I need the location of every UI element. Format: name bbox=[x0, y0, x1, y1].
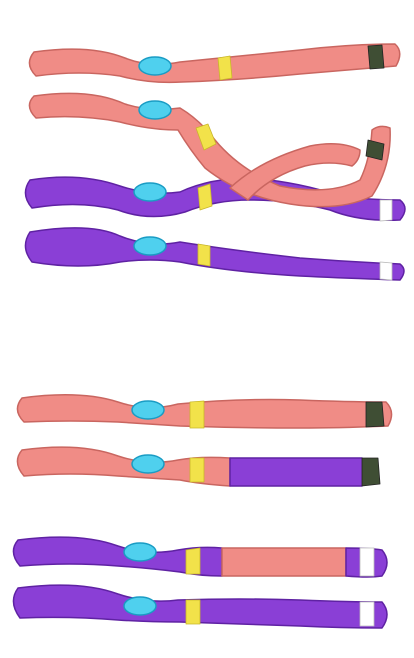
yellow-band-result-maternal-upper bbox=[190, 401, 204, 428]
recombinant-scene bbox=[13, 395, 391, 628]
maternal-chromatid-upper bbox=[29, 44, 399, 82]
yellow-band-result-maternal-lower bbox=[190, 458, 204, 482]
yellow-band-paternal-upper bbox=[198, 184, 212, 210]
yellow-band-result-paternal-upper bbox=[186, 548, 200, 574]
result-paternal-pair bbox=[13, 537, 387, 628]
centromere-paternal-lower bbox=[134, 237, 166, 255]
paternal-chromatid-lower bbox=[25, 228, 404, 280]
white-band-result-paternal-upper bbox=[360, 548, 374, 576]
centromere-paternal-upper bbox=[134, 183, 166, 201]
centromere-result-paternal-upper bbox=[124, 543, 156, 561]
result-maternal-paternal-tail bbox=[230, 458, 367, 486]
yellow-band-paternal-lower bbox=[198, 244, 210, 266]
yellow-band-result-paternal-lower bbox=[186, 600, 200, 624]
result-maternal-chromatid-upper bbox=[17, 395, 391, 428]
white-band-result-paternal-lower bbox=[360, 602, 374, 626]
white-band-paternal-lower bbox=[380, 262, 392, 280]
centromere-result-maternal-lower bbox=[132, 455, 164, 473]
centromere-result-paternal-lower bbox=[124, 597, 156, 615]
yellow-band-maternal-upper bbox=[218, 56, 232, 80]
result-paternal-maternal-segment bbox=[222, 548, 346, 576]
centromere-maternal-upper bbox=[139, 57, 171, 75]
white-band-paternal-upper bbox=[380, 200, 392, 221]
dark-band-result-maternal-upper bbox=[366, 402, 384, 427]
result-maternal-pair bbox=[17, 395, 391, 486]
dark-band-maternal-upper bbox=[368, 45, 384, 69]
centromere-result-maternal-upper bbox=[132, 401, 164, 419]
crossing-over-scene bbox=[25, 44, 405, 280]
dark-band-maternal-lower bbox=[366, 140, 384, 160]
centromere-maternal-lower bbox=[139, 101, 171, 119]
